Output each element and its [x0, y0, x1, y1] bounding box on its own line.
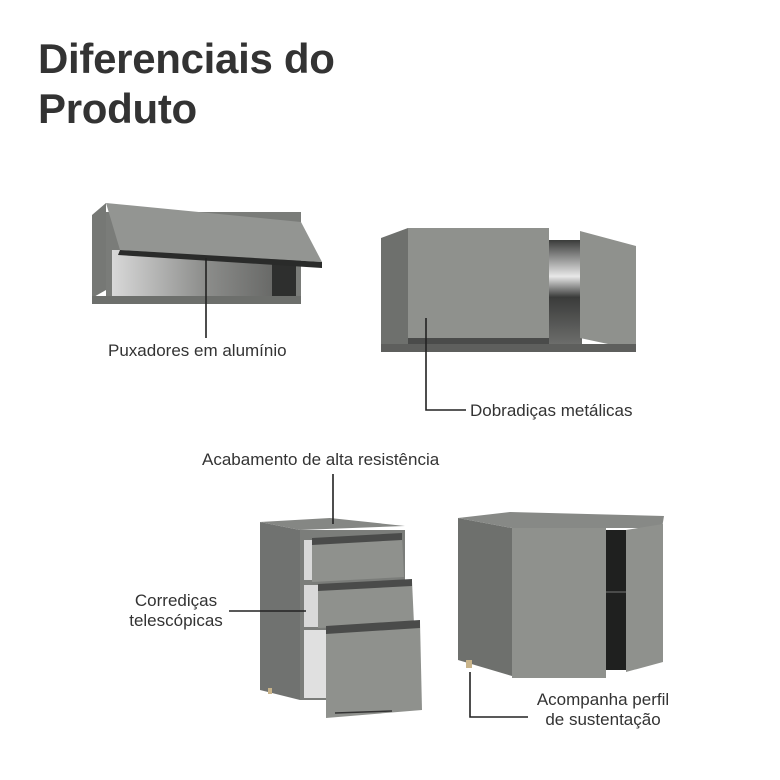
wall-cabinet-two-doors — [381, 228, 636, 352]
page-title-line-2: Produto — [38, 85, 197, 132]
feature-label-finish: Acabamento de alta resistência — [202, 450, 440, 469]
feature-label-support-line-2: de sustentação — [545, 710, 661, 729]
leader-lines — [205, 258, 528, 718]
base-cabinet-two-doors — [458, 512, 664, 678]
wall-cabinet-lift-door — [92, 203, 322, 304]
feature-label-support: Acompanha perfil de sustentação — [528, 690, 678, 730]
feature-label-slides-line-1: Corrediças — [134, 591, 218, 610]
feature-label-support-line-1: Acompanha perfil — [536, 690, 670, 709]
feature-label-slides-line-2: telescópicas — [129, 611, 223, 630]
leader-line-hinges — [425, 318, 466, 411]
feature-label-handles: Puxadores em alumínio — [108, 341, 287, 360]
feature-label-hinges: Dobradiças metálicas — [470, 401, 633, 420]
page-title: Diferenciais do Produto — [38, 34, 335, 134]
page-title-line-1: Diferenciais do — [38, 35, 335, 82]
feature-label-slides: Corrediças telescópicas — [120, 591, 232, 631]
drawer-unit — [260, 518, 422, 718]
leader-line-support — [469, 672, 528, 718]
